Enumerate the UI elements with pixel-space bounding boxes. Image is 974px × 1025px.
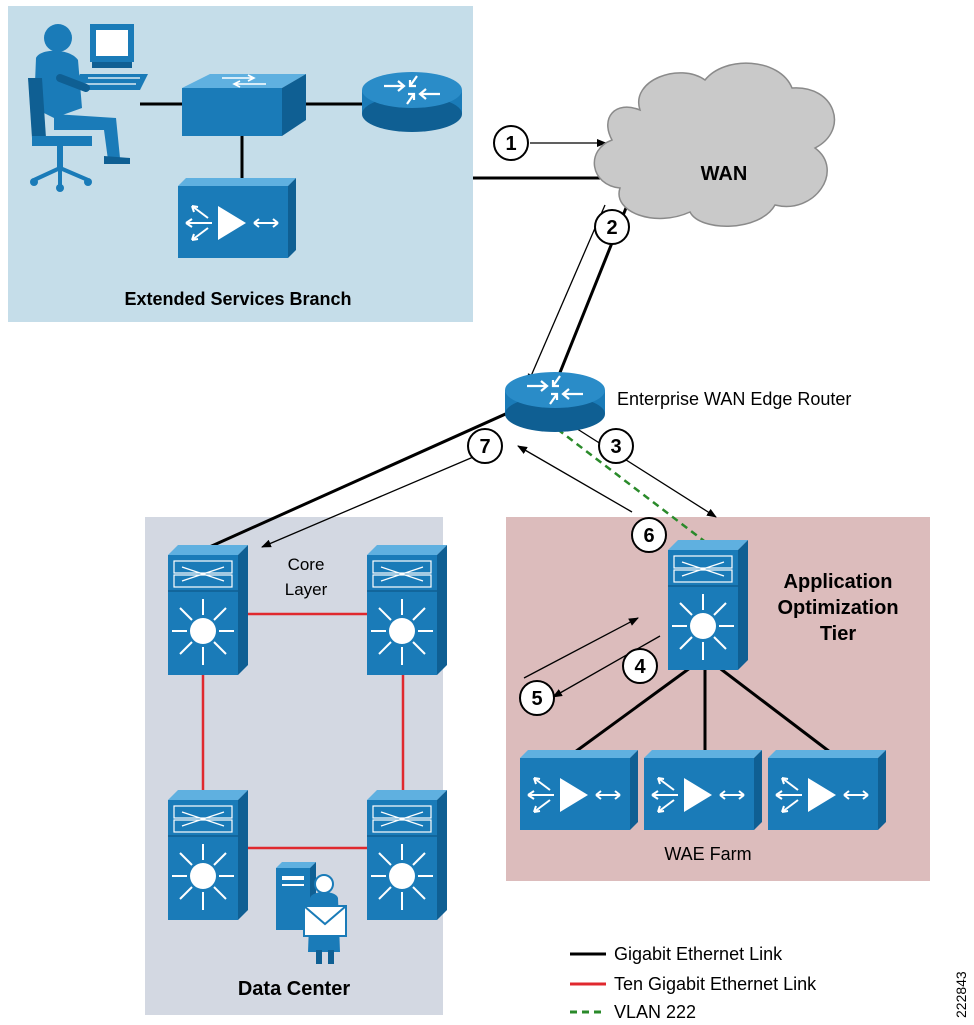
edge-router-label: Enterprise WAN Edge Router — [617, 389, 851, 409]
link-ao-wae3 — [704, 655, 831, 754]
svg-text:6: 6 — [643, 525, 654, 547]
step-badge-2: 2 — [594, 209, 630, 245]
ao-tier-label-line3: Tier — [820, 623, 857, 645]
wan-cloud — [593, 62, 836, 227]
ao-tier-label-line1: Application — [784, 571, 893, 593]
wae-farm-label: WAE Farm — [664, 844, 751, 864]
flow-arrow-4 — [552, 635, 661, 698]
edge-router-icon — [503, 370, 607, 434]
link-edge-core — [204, 410, 511, 551]
legend-vlan-label: VLAN 222 — [614, 1002, 696, 1022]
svg-text:4: 4 — [634, 656, 646, 678]
mail-server-icon — [276, 862, 347, 964]
branch-wae-icon — [177, 177, 297, 259]
flow-arrow-6 — [517, 445, 633, 513]
step-badge-3: 3 — [598, 428, 634, 464]
dist-switch-bottom-right-icon — [366, 789, 448, 921]
flow-arrow-2 — [527, 204, 606, 384]
wae-farm-appliance-1-icon — [519, 749, 639, 831]
flow-arrow-5 — [523, 617, 639, 679]
wae-farm-appliance-2-icon — [643, 749, 763, 831]
legend: Gigabit Ethernet Link Ten Gigabit Ethern… — [570, 944, 817, 1022]
step-badge-7: 7 — [467, 428, 503, 464]
ao-tier-label-line2: Optimization — [777, 597, 898, 619]
core-switch-top-left-icon — [167, 544, 249, 676]
svg-text:7: 7 — [479, 436, 490, 458]
user-workstation-icon — [28, 24, 148, 192]
figure-id: 222843 — [953, 971, 969, 1018]
legend-gig-label: Gigabit Ethernet Link — [614, 944, 783, 964]
data-center-label: Data Center — [238, 978, 350, 1000]
wan-label: WAN — [701, 163, 748, 185]
ao-switch-icon — [667, 539, 749, 671]
branch-switch-icon — [182, 74, 306, 136]
legend-tengig-label: Ten Gigabit Ethernet Link — [614, 974, 817, 994]
wae-farm-appliance-3-icon — [767, 749, 887, 831]
flow-arrow-3 — [559, 417, 717, 518]
branch-label: Extended Services Branch — [124, 289, 351, 309]
core-layer-label-line2: Layer — [285, 580, 328, 599]
step-badge-6: 6 — [631, 517, 667, 553]
svg-text:1: 1 — [505, 133, 516, 155]
svg-text:3: 3 — [610, 436, 621, 458]
step-badge-5: 5 — [519, 680, 555, 716]
step-badge-1: 1 — [493, 125, 529, 161]
step-badge-4: 4 — [622, 648, 658, 684]
flow-arrow-7 — [261, 451, 486, 548]
link-ao-wae1 — [574, 655, 706, 754]
dist-switch-bottom-left-icon — [167, 789, 249, 921]
link-vlan-edge-ao — [547, 421, 713, 548]
core-layer-label-line1: Core — [288, 555, 325, 574]
svg-text:2: 2 — [606, 217, 617, 239]
branch-router-icon — [360, 70, 464, 134]
core-switch-top-right-icon — [366, 544, 448, 676]
svg-text:5: 5 — [531, 688, 542, 710]
